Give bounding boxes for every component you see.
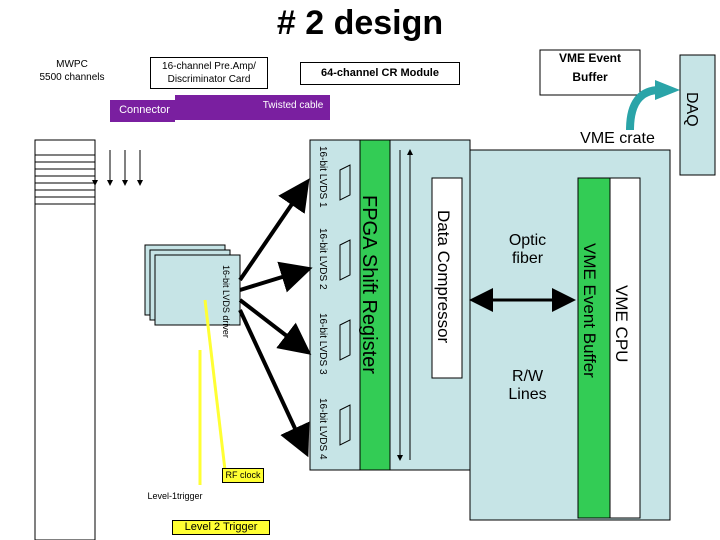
mwpc-panel [34, 139, 96, 540]
lvds-driver-label: 16-bit LVDS driver [221, 265, 231, 338]
lvds-4-label: 16-bit LVDS 4 [317, 398, 328, 460]
data-compressor-block [431, 177, 463, 379]
lvds-arrows [238, 178, 313, 458]
fpga-block [359, 139, 391, 471]
fpga-internal-arrows [397, 149, 413, 461]
lvds-1-label: 16-bit LVDS 1 [317, 146, 328, 208]
vme-cpu-block [609, 177, 641, 519]
page-title: # 2 design [276, 4, 444, 42]
vme-event-buffer-block-label: VME Event Buffer [580, 243, 599, 378]
vme-event-top-box [539, 49, 641, 96]
level1-trigger-label: Level-1trigger [147, 491, 203, 501]
connector-bar [110, 100, 175, 122]
driver-card-front [154, 254, 241, 326]
twisted-cable-label: Twisted cable [262, 100, 324, 111]
vme-event-buffer-block [577, 177, 611, 519]
connector-label: Connector [119, 104, 170, 116]
vme-crate-label: VME crate [580, 130, 655, 147]
lvds-3-label: 16-bit LVDS 3 [317, 313, 328, 375]
preamp-label: 16-channel Pre.Amp/Discriminator Card [150, 57, 268, 89]
mwpc-connector-lines [35, 154, 95, 205]
daq-bar [679, 54, 716, 176]
vme-cpu-label: VME CPU [612, 285, 631, 363]
twisted-cable-bar [175, 95, 330, 120]
data-compressor-label: Data Compressor [434, 210, 453, 344]
daq-label: DAQ [683, 92, 700, 127]
trigger-lines [198, 299, 227, 485]
connector-arrows [92, 150, 143, 186]
rf-clock-label: RF clock [222, 468, 264, 483]
lvds-glyphs [339, 164, 351, 446]
lvds-2-label: 16-bit LVDS 2 [317, 228, 328, 290]
level2-trigger-label: Level 2 Trigger [172, 520, 270, 535]
cr-module-label: 64-channel CR Module [300, 62, 460, 85]
fpga-label: FPGA Shift Register [358, 195, 380, 374]
